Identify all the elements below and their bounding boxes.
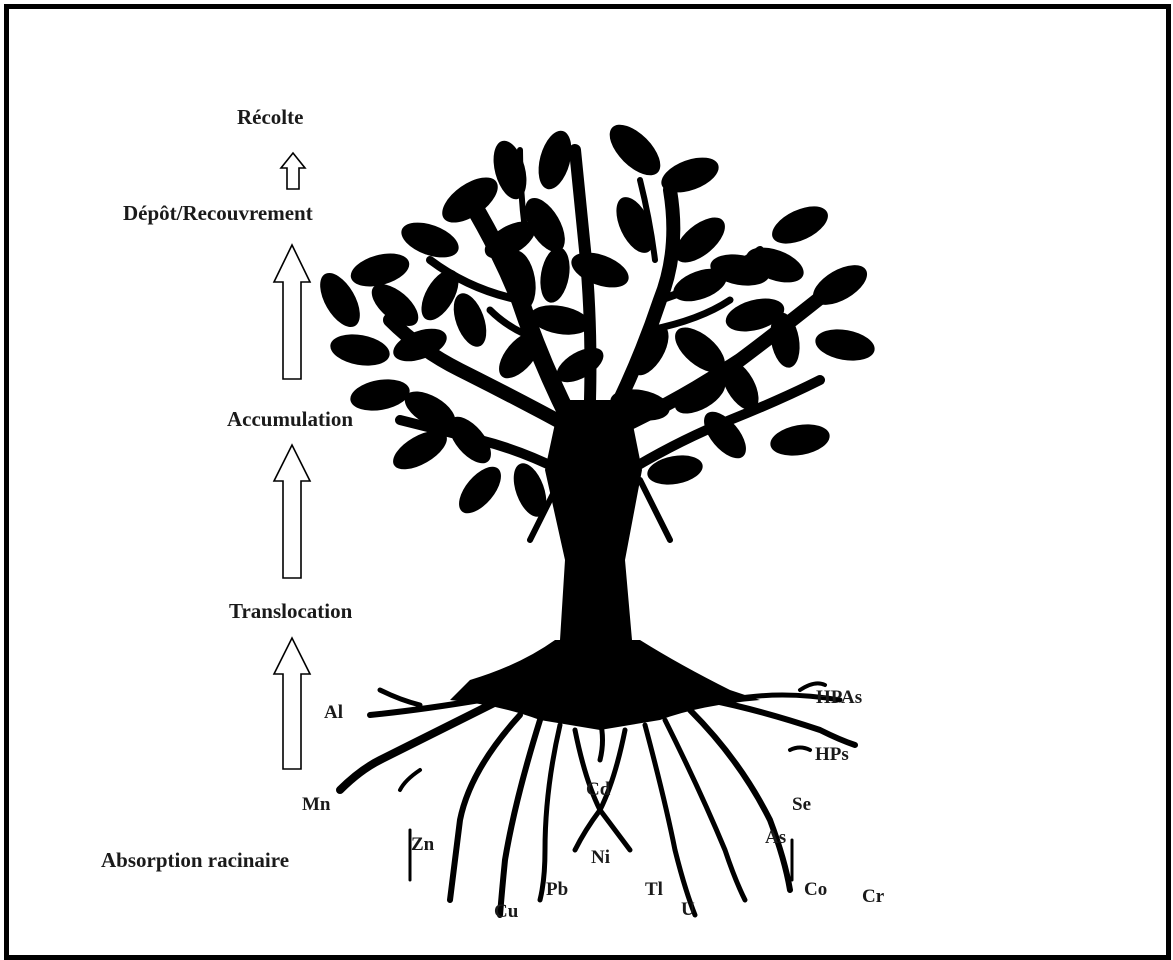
stage-label-accumulation: Accumulation (227, 409, 353, 430)
stage-label-translocation: Translocation (229, 601, 352, 622)
element-label-mn: Mn (302, 795, 331, 814)
element-label-cr: Cr (862, 887, 884, 906)
stage-label-deposition: Dépôt/Recouvrement (123, 203, 313, 224)
element-label-zn: Zn (411, 835, 434, 854)
element-label-cd: Cd (586, 780, 610, 799)
element-label-tl: Tl (645, 880, 663, 899)
element-label-pb: Pb (546, 880, 568, 899)
element-label-hps: HPs (815, 745, 849, 764)
element-label-se: Se (792, 795, 811, 814)
element-label-as: As (765, 828, 786, 847)
element-label-u: U (681, 900, 695, 919)
element-label-co: Co (804, 880, 827, 899)
element-label-hpas: HPAs (816, 688, 862, 707)
root-mass (450, 640, 760, 730)
stage-label-harvest: Récolte (237, 107, 303, 128)
element-label-ni: Ni (591, 848, 610, 867)
element-label-cu: Cu (494, 902, 518, 921)
element-label-al: Al (324, 703, 343, 722)
stage-label-root-absorption: Absorption racinaire (101, 850, 289, 871)
